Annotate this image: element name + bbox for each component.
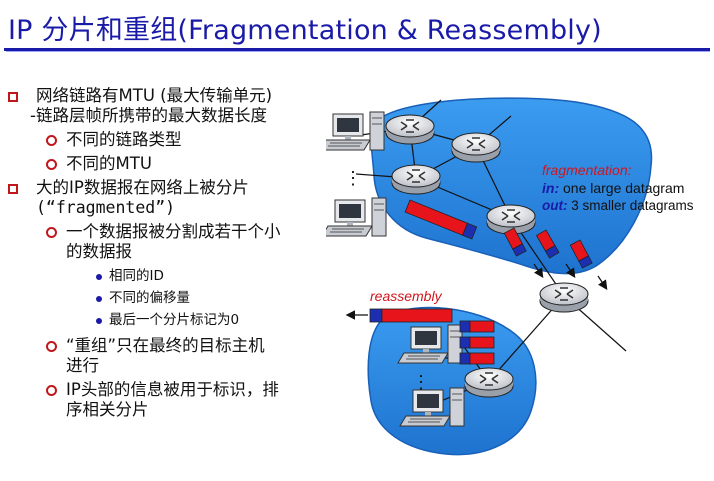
arrow-icon — [533, 263, 608, 290]
fragment-datagram — [535, 229, 560, 259]
square-bullet-icon — [8, 92, 18, 102]
bullet-mtu: 网络链路有MTU (最大传输单元) -链路层帧所携带的最大数据长度 — [8, 86, 338, 126]
slide-title: IP 分片和重组(Fragmentation & Reassembly) — [8, 15, 602, 46]
circle-bullet-icon — [46, 135, 57, 146]
network-diagram: ⋮ ⋮ fragmentation: in: one large datagra… — [319, 96, 714, 477]
reassembled-datagram — [369, 308, 453, 323]
fragmentation-out: out: 3 smaller datagrams — [542, 198, 694, 213]
bullet-fragmented: 大的IP数据报在网络上被分片 (“fragmented”) — [8, 178, 338, 218]
sub-bullet: 一个数据报被分割成若干个小 的数据报 — [8, 222, 338, 262]
sub-bullet: IP头部的信息被用于标识，排 序相关分片 — [8, 380, 338, 420]
network-svg — [319, 97, 653, 456]
fragmentation-label: fragmentation: — [542, 162, 632, 178]
fragmentation-in: in: one large datagram — [542, 180, 685, 196]
circle-bullet-icon — [46, 159, 57, 170]
router-icon — [451, 132, 501, 163]
received-fragments — [459, 320, 495, 365]
router-icon — [539, 282, 589, 313]
host-computer-icon — [321, 197, 387, 237]
host-ellipsis-upper: ⋮ — [344, 168, 362, 188]
host-computer-icon — [319, 111, 385, 151]
title-underline — [4, 48, 710, 51]
host-ellipsis-lower: ⋮ — [412, 372, 430, 392]
title-underline-shadow — [6, 51, 710, 52]
sub-sub-bullet: 不同的偏移量 — [8, 288, 338, 308]
dot-bullet-icon — [96, 318, 102, 324]
bullet-list: 网络链路有MTU (最大传输单元) -链路层帧所携带的最大数据长度 不同的链路类… — [8, 86, 338, 424]
circle-bullet-icon — [46, 385, 57, 396]
circle-bullet-icon — [46, 227, 57, 238]
sub-sub-bullet: 相同的ID — [8, 266, 338, 286]
fragment-datagram — [503, 227, 527, 257]
fragment-datagram — [569, 239, 593, 269]
sub-bullet: 不同的MTU — [8, 154, 338, 174]
router-icon — [385, 114, 435, 145]
router-icon — [391, 164, 441, 195]
sub-sub-bullet: 最后一个分片标记为0 — [8, 310, 338, 330]
sub-bullet: “重组”只在最终的目标主机 进行 — [8, 336, 338, 376]
reassembly-label: reassembly — [370, 288, 442, 304]
square-bullet-icon — [8, 184, 18, 194]
circle-bullet-icon — [46, 341, 57, 352]
dot-bullet-icon — [96, 274, 102, 280]
large-datagram — [404, 199, 478, 240]
router-icon — [464, 367, 514, 398]
sub-bullet: 不同的链路类型 — [8, 130, 338, 150]
dot-bullet-icon — [96, 296, 102, 302]
